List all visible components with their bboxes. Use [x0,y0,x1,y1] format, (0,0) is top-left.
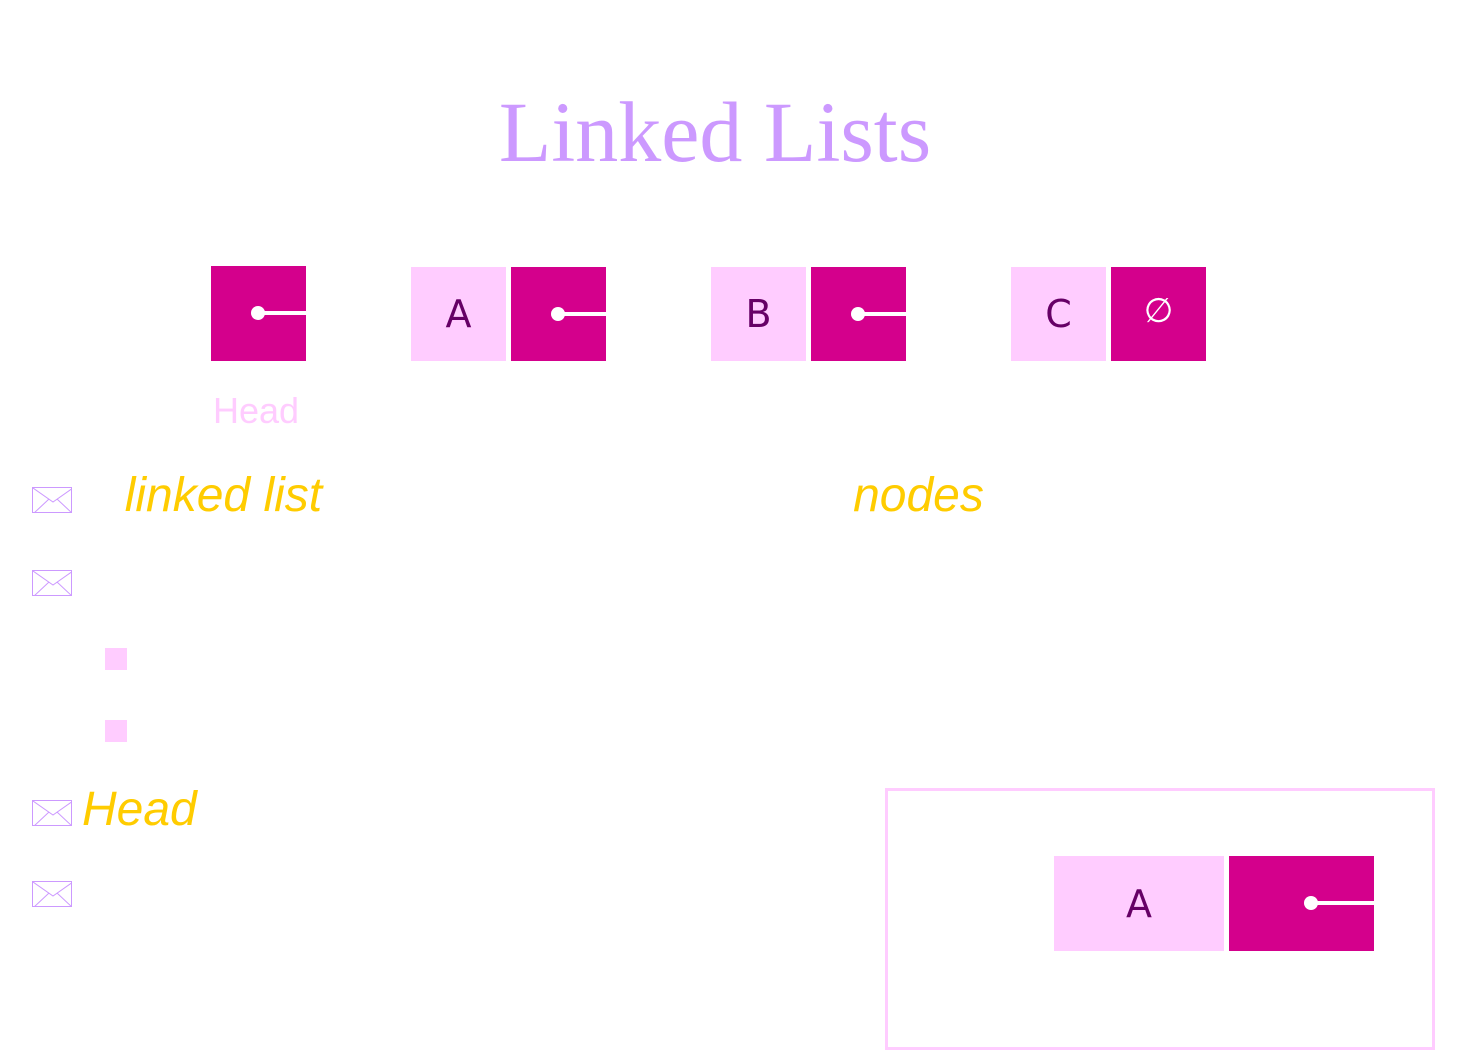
node-b-pointer [811,267,906,361]
pointer-line [858,312,906,316]
node-c-data: C [1011,267,1106,361]
square-bullet-icon [105,648,127,670]
null-symbol: ∅ [1143,291,1174,331]
envelope-bullet-icon [32,800,72,826]
bullet-1-part-3: is a series of connected [322,469,854,522]
page-title: Linked Lists [498,84,932,180]
nodes-term: nodes [853,469,984,522]
node-a-data: A [411,267,506,361]
bullet-2: Each node contains at least [82,553,672,606]
bullet-3: Head: pointer to the first node [82,782,714,837]
head-term: Head [82,783,197,836]
sub-bullet-2: Pointer to the next node in the list [145,708,710,750]
legend-data-box: A [1054,856,1224,951]
square-bullet-icon [105,720,127,742]
bullet-3-part-2: : pointer to the first node [196,783,715,836]
envelope-bullet-icon [32,881,72,907]
envelope-bullet-icon [32,487,72,513]
bullet-4: The last node points to NULL [82,863,704,916]
legend-data-caption: data [1100,984,1155,1015]
linked-list-term: linked list [124,469,323,522]
legend-pointer-box [1229,856,1374,951]
sub-bullet-1: A piece of data (any type) [145,636,576,678]
node-c-null-pointer: ∅ [1111,267,1206,361]
bullet-1-part-1: A [82,469,125,522]
node-b-value: B [745,292,772,336]
pointer-line [558,312,606,316]
node-a-pointer [511,267,606,361]
legend-data-value: A [1126,881,1152,926]
envelope-bullet-icon [32,570,72,596]
legend-pointer-caption: pointer [1244,984,1330,1015]
node-legend-box: node A data pointer [885,788,1435,1050]
pointer-line [1311,901,1374,905]
node-c-value: C [1045,292,1072,336]
legend-title: node [918,821,981,852]
bullet-1: A linked list is a series of connected n… [82,468,984,523]
head-pointer-box [211,266,306,361]
head-label: Head [213,390,300,431]
pointer-line [258,311,306,315]
node-a-value: A [445,292,472,336]
node-b-data: B [711,267,806,361]
